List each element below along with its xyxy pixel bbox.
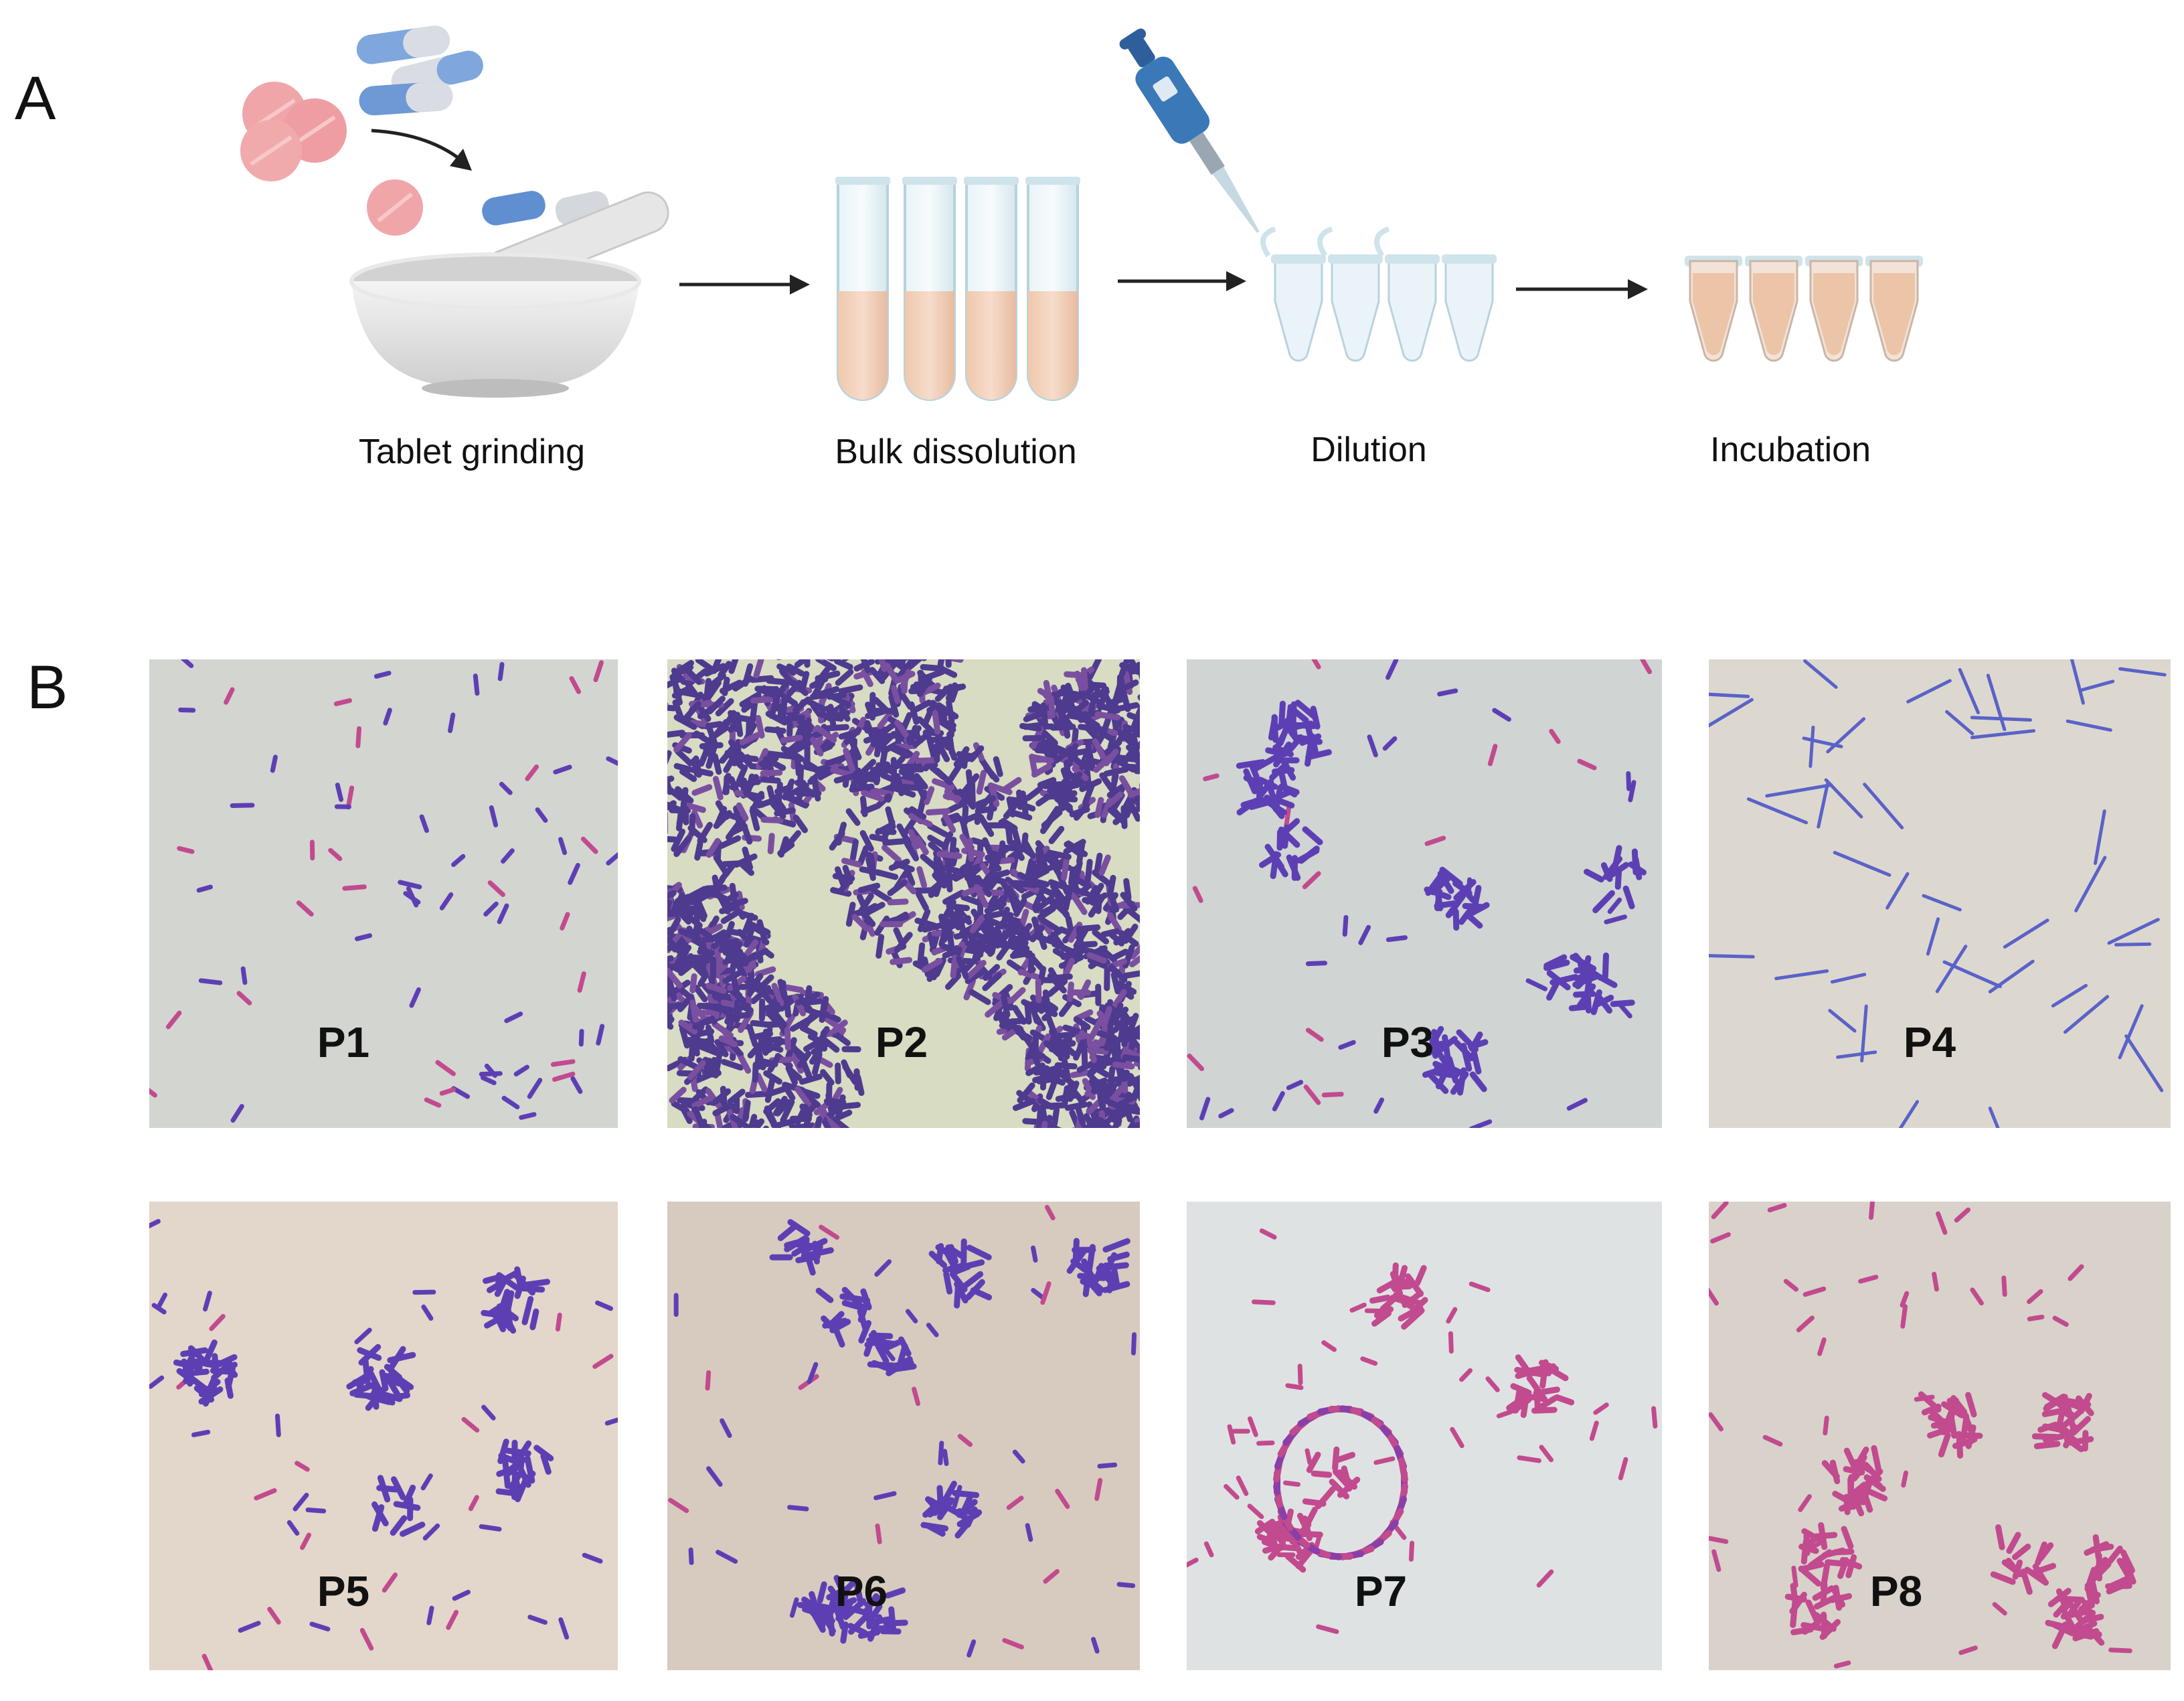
step-label-incubation: Incubation	[1710, 430, 1871, 469]
micrograph-label: P4	[1903, 1018, 1956, 1066]
micrograph-label: P2	[875, 1018, 928, 1066]
bacteria-rods	[667, 659, 1140, 1128]
mortar-pestle-with-tablets-icon	[240, 25, 669, 398]
micrograph-label: P7	[1354, 1567, 1408, 1615]
micrograph-p5: P5	[149, 1202, 618, 1670]
step-label-bulk-dissolution: Bulk dissolution	[835, 432, 1077, 471]
micrograph-p4: P4	[1709, 659, 2171, 1128]
bacteria-rods	[1709, 659, 2167, 1128]
bacteria-rods	[1709, 1202, 2136, 1669]
micrograph-label: P3	[1381, 1018, 1434, 1066]
micrograph-p1: P1	[149, 659, 618, 1128]
micrograph-p8: P8	[1709, 1202, 2171, 1670]
step-label-tablet-grinding: Tablet grinding	[358, 432, 586, 471]
micrograph-p3: P3	[1187, 659, 1662, 1128]
micrograph-p6: P6	[667, 1202, 1140, 1670]
workflow-diagram	[240, 25, 1923, 401]
panel-b-letter: B	[27, 653, 68, 722]
bacteria-rods	[1187, 659, 1653, 1128]
pipette-and-tubes-icon	[1119, 28, 1497, 362]
micrograph-label: P5	[317, 1567, 370, 1615]
bacteria-rods	[668, 1204, 1137, 1658]
step-label-dilution: Dilution	[1311, 430, 1427, 469]
arrow-icon	[679, 271, 1648, 299]
micrograph-p7: P7	[1187, 1202, 1662, 1670]
micrograph-label: P1	[317, 1018, 370, 1066]
micrograph-label: P6	[835, 1567, 888, 1615]
bacteria-rods	[149, 659, 618, 1123]
panel-a-letter: A	[15, 64, 56, 133]
incubation-tubes-icon	[1685, 256, 1923, 362]
micrograph-p2: P2	[667, 659, 1140, 1128]
bacteria-rods	[149, 1218, 618, 1670]
micrograph-label: P8	[1869, 1567, 1923, 1615]
bacteria-rods	[1187, 1228, 1658, 1634]
test-tubes-icon	[835, 177, 1080, 401]
